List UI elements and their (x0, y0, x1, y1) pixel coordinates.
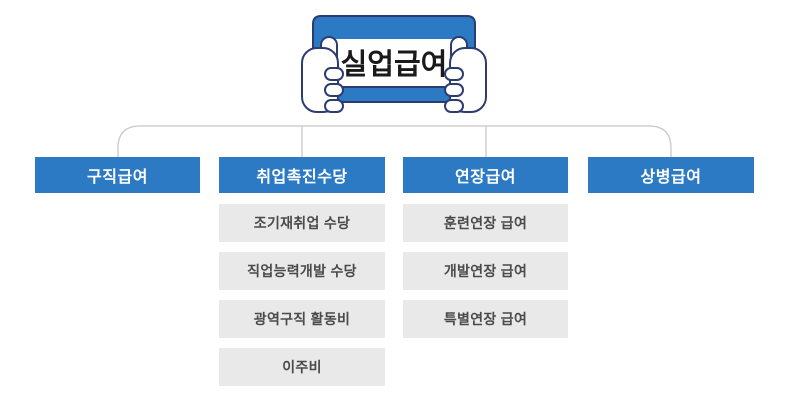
branch-yeonjang-gubyeo: 연장급여 (403, 157, 568, 193)
left-hand-icon (301, 36, 344, 113)
sub-item-gwangyeok-gujik: 광역구직 활동비 (219, 300, 385, 338)
branch-connector-path (117, 125, 672, 157)
sub-item-ijubi: 이주비 (219, 348, 385, 386)
sub-item-hullyeon-yeonjang: 훈련연장 급여 (403, 204, 568, 242)
right-hand-icon (444, 36, 487, 113)
branch-gujik-gubyeo: 구직급여 (35, 157, 200, 193)
branch-chwieop-chokjin-sudang: 취업촉진수당 (219, 157, 385, 193)
sub-item-gaebal-yeonjang: 개발연장 급여 (403, 252, 568, 290)
sub-item-jikeop-neungnyeok: 직업능력개발 수당 (219, 252, 385, 290)
banner-bottom-bar (332, 86, 456, 103)
sub-item-teukbyeol-yeonjang: 특별연장 급여 (403, 300, 568, 338)
branch-sangbyeong-gubyeo: 상병급여 (588, 157, 754, 193)
banner-title: 실업급여 (341, 48, 448, 81)
sub-item-jogi-jaechwieop: 조기재취업 수당 (219, 204, 385, 242)
banner-panel (327, 39, 461, 89)
banner-illustration: 실업급여 (299, 10, 489, 118)
